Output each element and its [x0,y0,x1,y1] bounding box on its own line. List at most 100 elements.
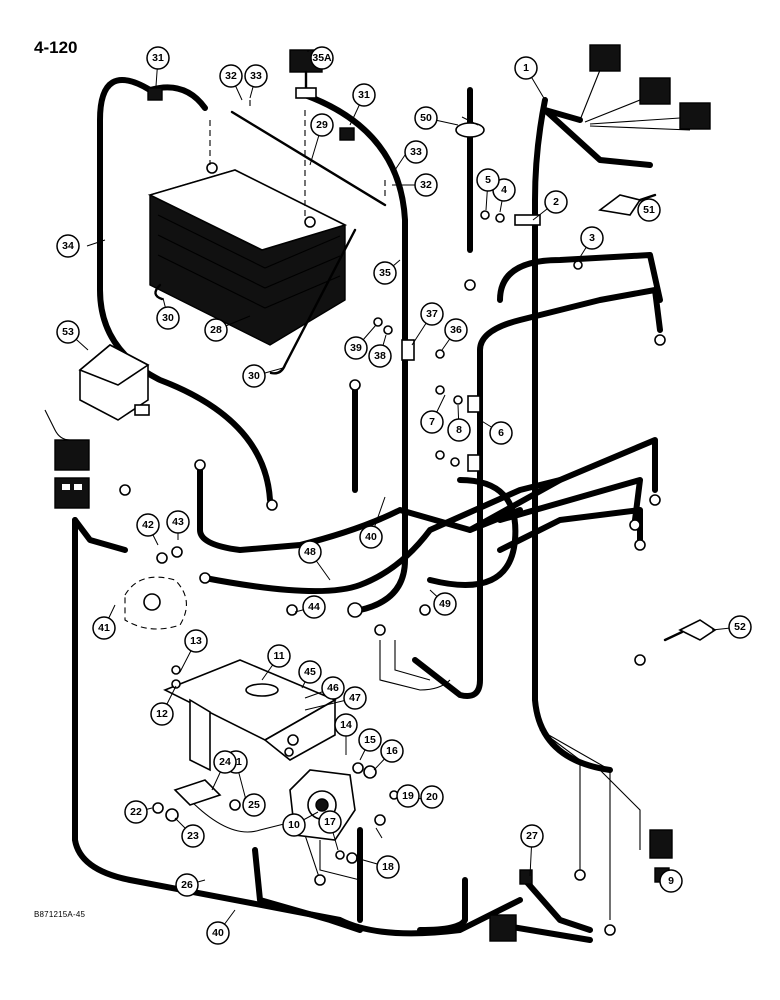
callout-circle [404,140,428,164]
callout-16: 16 [380,739,404,763]
callout-label: 20 [426,791,438,803]
callout-41: 41 [92,616,116,640]
callout-circle [310,113,334,137]
callout-42: 42 [136,513,160,537]
callout-label: 47 [349,692,361,704]
callout-label: 1 [523,62,529,74]
connectors-top-right [579,44,711,131]
callout-label: 14 [340,719,352,731]
callout-label: 39 [350,342,362,354]
callout-6: 6 [489,421,513,445]
callout-circle [298,660,322,684]
callout-label: 28 [210,324,222,336]
callout-43: 43 [166,510,190,534]
callout-label: 52 [734,621,746,633]
callout-circle [414,173,438,197]
callout-circle [206,921,230,945]
callout-34: 34 [56,234,80,258]
callout-label: 36 [450,324,462,336]
callout-33: 33 [404,140,428,164]
callout-circle [420,410,444,434]
callout-label: 38 [374,350,386,362]
callout-label: 53 [62,326,74,338]
callout-28: 28 [204,318,228,342]
callout-40: 40 [359,525,383,549]
sender-52 [663,619,717,642]
callout-circle [580,226,604,250]
figure-code: B871215A-45 [34,910,86,919]
callout-circle [302,595,326,619]
callout-circle [136,513,160,537]
callout-circle [244,64,268,88]
callout-label: 18 [382,861,394,873]
callout-27: 27 [520,824,544,848]
callout-30: 30 [242,364,266,388]
callout-label: 34 [62,240,74,252]
callout-circle [166,510,190,534]
callout-label: 16 [386,745,398,757]
callout-50: 50 [414,106,438,130]
callout-31: 31 [146,46,170,70]
callout-label: 25 [248,799,260,811]
callout-52: 52 [728,615,752,639]
callout-circle [56,234,80,258]
callout-circle [728,615,752,639]
callout-circle [420,302,444,326]
callout-circle [146,46,170,70]
mounting-bracket [163,659,337,772]
callout-label: 11 [273,650,284,662]
callout-circle [298,540,322,564]
callout-45: 45 [298,660,322,684]
callout-label: 50 [420,112,432,124]
callout-29: 29 [310,113,334,137]
callout-label: 26 [181,879,193,891]
callout-35: 35 [373,261,397,285]
callout-label: 40 [212,927,224,939]
callout-label: 43 [172,516,184,528]
callout-label: 8 [456,424,462,436]
connectors-left [54,439,90,509]
callout-51: 51 [637,198,661,222]
callout-label: 31 [358,89,370,101]
callout-7: 7 [420,410,444,434]
callout-label: 35 [379,267,391,279]
callout-layer: 1234567891011121314151617181920212223242… [56,46,752,945]
callout-circle [343,686,367,710]
callout-17: 17 [318,810,342,834]
callout-circle [637,198,661,222]
callout-circle [373,261,397,285]
callout-label: 15 [364,734,376,746]
callout-circle [175,873,199,897]
hold-down-hook-left [154,283,164,301]
callout-label: 5 [485,174,491,186]
callout-label: 41 [98,622,110,634]
callout-40: 40 [206,921,230,945]
callout-circle [414,106,438,130]
callout-53: 53 [56,320,80,344]
callout-label: 9 [668,875,674,887]
callout-circle [368,344,392,368]
callout-circle [56,320,80,344]
relay [165,779,222,822]
callout-circle [420,785,444,809]
callout-1: 1 [514,56,538,80]
callout-circle [334,713,358,737]
callout-circle [380,739,404,763]
callout-2: 2 [544,190,568,214]
callout-label: 46 [327,682,339,694]
callout-label: 17 [324,816,336,828]
callout-label: 33 [250,70,262,82]
callout-38: 38 [368,344,392,368]
callout-label: 32 [225,70,237,82]
callout-circle [358,728,382,752]
callout-circle [659,869,683,893]
callout-37: 37 [420,302,444,326]
callout-circle [444,318,468,342]
callout-circle [344,336,368,360]
callout-9: 9 [659,869,683,893]
callout-circle [447,418,471,442]
callout-label: 23 [187,830,199,842]
callout-label: 45 [304,666,316,678]
callout-10: 10 [282,813,306,837]
